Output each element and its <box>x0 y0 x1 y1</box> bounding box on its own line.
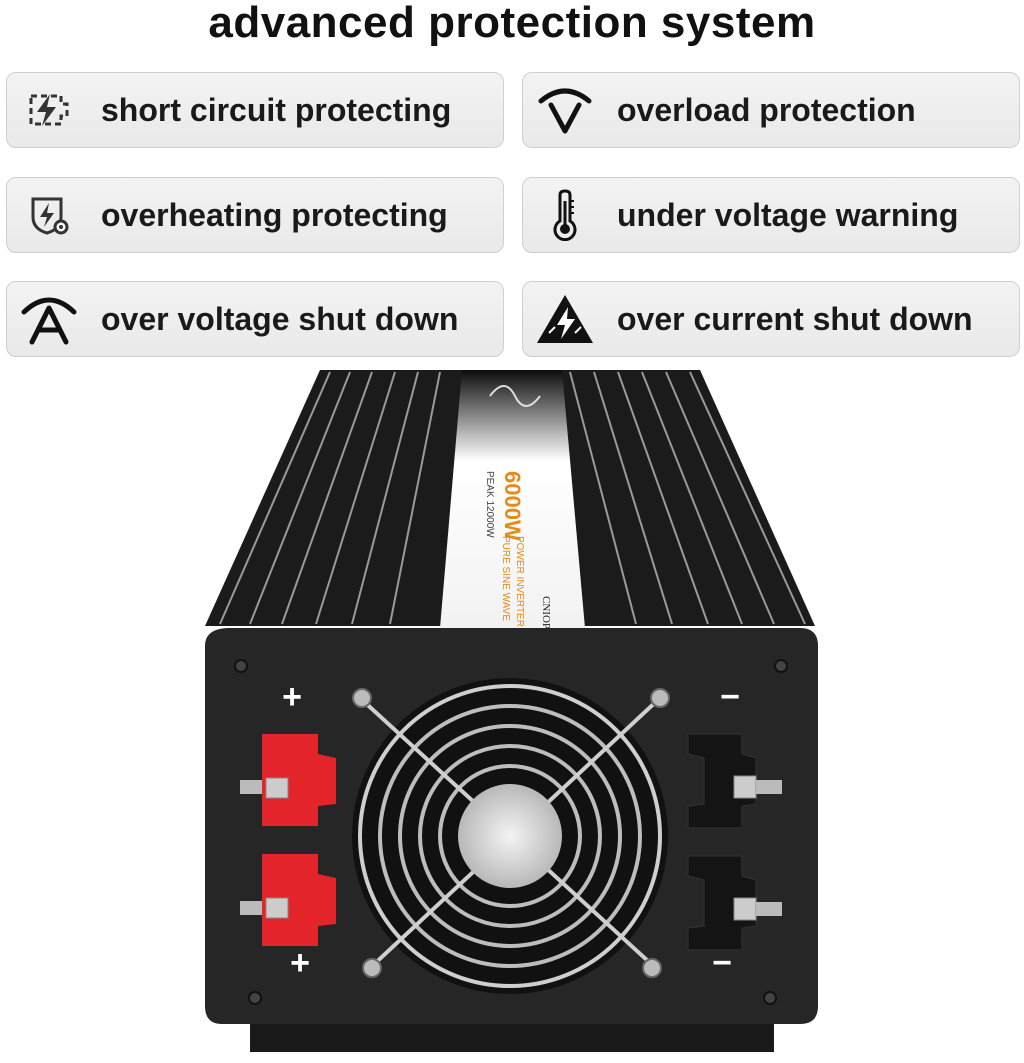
rating-text: 6000W <box>500 471 525 541</box>
feature-label: under voltage warning <box>617 196 959 233</box>
product-label <box>440 370 585 628</box>
cooling-fan <box>352 678 670 994</box>
label-peak: PEAK 12000W <box>484 471 495 538</box>
minus-sign-bottom: − <box>712 944 732 982</box>
positive-terminal-top <box>240 734 336 826</box>
feature-short-circuit: short circuit protecting <box>6 72 504 148</box>
thermometer-icon <box>535 185 595 245</box>
page-title: advanced protection system <box>208 0 816 47</box>
negative-terminal-bottom <box>687 855 782 951</box>
warning-bolt-icon <box>535 289 595 349</box>
battery-bolt-icon <box>19 80 79 140</box>
plus-sign-top: + <box>282 678 302 716</box>
feature-label: over current shut down <box>617 300 973 337</box>
plus-sign-bottom: + <box>290 944 310 982</box>
shield-bolt-icon <box>19 185 79 245</box>
feature-under-voltage: under voltage warning <box>522 177 1020 253</box>
feature-overload: overload protection <box>522 72 1020 148</box>
arc-a-icon <box>19 289 79 349</box>
feature-label: over voltage shut down <box>101 300 459 337</box>
feature-label: overload protection <box>617 91 916 128</box>
negative-terminal-top <box>687 733 782 829</box>
label-line2: PURE SINE WAVE <box>500 536 511 621</box>
label-line1: POWER INVERTER <box>514 536 525 627</box>
feature-over-current: over current shut down <box>522 281 1020 357</box>
inverter-product-image: 6000W POWER INVERTER PURE SINE WAVE PEAK… <box>205 370 818 1052</box>
feature-label: short circuit protecting <box>101 91 452 128</box>
feature-over-voltage: over voltage shut down <box>6 281 504 357</box>
gauge-needle-icon <box>535 80 595 140</box>
feature-label: overheating protecting <box>101 196 448 233</box>
positive-terminal-bottom <box>240 854 336 946</box>
minus-sign-top: − <box>720 678 740 716</box>
heatsink-fins <box>219 371 806 625</box>
feature-overheating: overheating protecting <box>6 177 504 253</box>
